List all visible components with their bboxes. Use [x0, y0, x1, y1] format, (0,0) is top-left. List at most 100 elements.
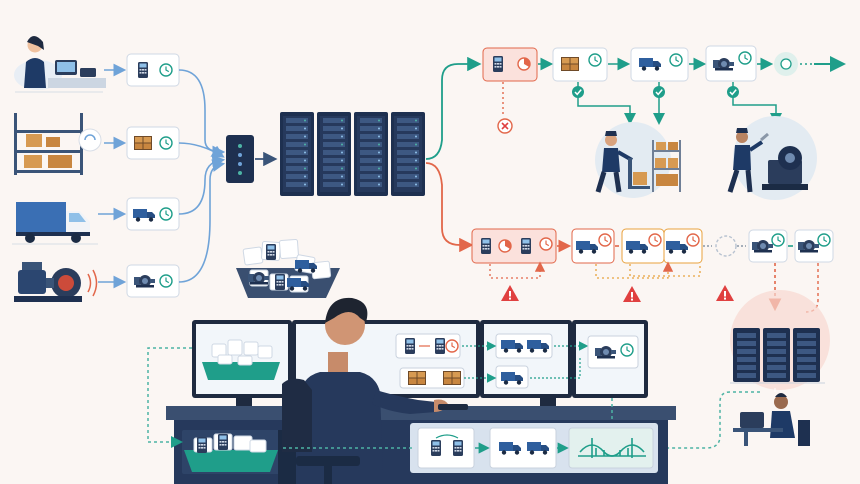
- server-led: [341, 151, 343, 154]
- server-unit: [397, 134, 419, 139]
- server-led: [341, 143, 343, 146]
- warehouse-worker-scene: [595, 122, 681, 198]
- server-led: [378, 143, 380, 146]
- archive-unit: [797, 333, 816, 338]
- server-led: [304, 151, 306, 154]
- archive-unit: [797, 365, 816, 370]
- server-unit: [286, 182, 308, 187]
- server-unit: [286, 126, 308, 131]
- server-led: [415, 183, 417, 186]
- server-unit: [286, 118, 308, 123]
- archive-unit: [767, 373, 786, 378]
- server-unit: [323, 126, 345, 131]
- archive-unit: [767, 333, 786, 338]
- desk-tray: [184, 433, 278, 472]
- server-unit: [360, 150, 382, 155]
- server-led: [415, 175, 417, 178]
- monitor-wall: [192, 320, 648, 406]
- retry-pipeline: [471, 228, 834, 313]
- archive-unit: [767, 365, 786, 370]
- archive-unit: [797, 373, 816, 378]
- data-sources: [12, 36, 226, 302]
- server-led: [304, 119, 306, 122]
- archive-unit: [797, 349, 816, 354]
- server-unit: [397, 150, 419, 155]
- archive-unit: [737, 349, 756, 354]
- server-led: [415, 119, 417, 122]
- server-unit: [323, 142, 345, 147]
- archive-unit: [797, 341, 816, 346]
- archive-unit: [737, 365, 756, 370]
- source-cards: [126, 53, 180, 298]
- server-led: [304, 135, 306, 138]
- archive-unit: [737, 333, 756, 338]
- server-cluster: [280, 56, 482, 253]
- delivery-truck-illustration: [12, 202, 98, 245]
- server-led: [415, 127, 417, 130]
- server-unit: [286, 166, 308, 171]
- source-arrows: [98, 63, 226, 289]
- server-unit: [360, 126, 382, 131]
- server-led: [304, 183, 306, 186]
- server-unit: [286, 158, 308, 163]
- server-unit: [323, 166, 345, 171]
- server-unit: [397, 142, 419, 147]
- bridge-icon: [578, 438, 646, 458]
- server-unit: [286, 150, 308, 155]
- screen-tray: [202, 339, 280, 380]
- server-led: [341, 167, 343, 170]
- archive-unit: [767, 357, 786, 362]
- server-led: [378, 151, 380, 154]
- server-unit: [286, 174, 308, 179]
- server-led: [378, 167, 380, 170]
- server-led: [378, 119, 380, 122]
- server-unit: [286, 134, 308, 139]
- server-led: [415, 151, 417, 154]
- server-led: [415, 159, 417, 162]
- archive-unit: [767, 349, 786, 354]
- server-unit: [323, 158, 345, 163]
- server-unit: [323, 174, 345, 179]
- server-unit: [360, 166, 382, 171]
- server-led: [415, 143, 417, 146]
- server-unit: [360, 174, 382, 179]
- server-led: [378, 135, 380, 138]
- server-unit: [323, 182, 345, 187]
- server-unit: [360, 134, 382, 139]
- archive-unit: [767, 341, 786, 346]
- operations-desk: [166, 406, 676, 484]
- archive-unit: [797, 357, 816, 362]
- remote-analyst: [733, 388, 810, 446]
- archive-unit: [737, 357, 756, 362]
- server-led: [304, 127, 306, 130]
- server-led: [415, 135, 417, 138]
- warehouse-shelf: [14, 113, 102, 175]
- server-led: [341, 135, 343, 138]
- server-led: [341, 175, 343, 178]
- operator-person: [278, 297, 468, 484]
- cashier-person: [14, 36, 106, 93]
- industrial-pump-illustration: [14, 262, 98, 302]
- server-led: [341, 159, 343, 162]
- server-unit: [360, 182, 382, 187]
- server-led: [341, 183, 343, 186]
- server-unit: [323, 150, 345, 155]
- gateway-hub: [226, 135, 278, 183]
- server-unit: [397, 158, 419, 163]
- server-unit: [360, 118, 382, 123]
- server-led: [304, 167, 306, 170]
- archive-servers: [730, 290, 830, 390]
- server-led: [304, 143, 306, 146]
- server-led: [341, 127, 343, 130]
- server-unit: [323, 134, 345, 139]
- server-unit: [397, 182, 419, 187]
- server-led: [304, 175, 306, 178]
- server-led: [378, 159, 380, 162]
- server-unit: [323, 118, 345, 123]
- server-led: [378, 127, 380, 130]
- server-unit: [360, 142, 382, 147]
- server-unit: [360, 158, 382, 163]
- server-led: [378, 183, 380, 186]
- technician-repair-scene: [727, 116, 817, 200]
